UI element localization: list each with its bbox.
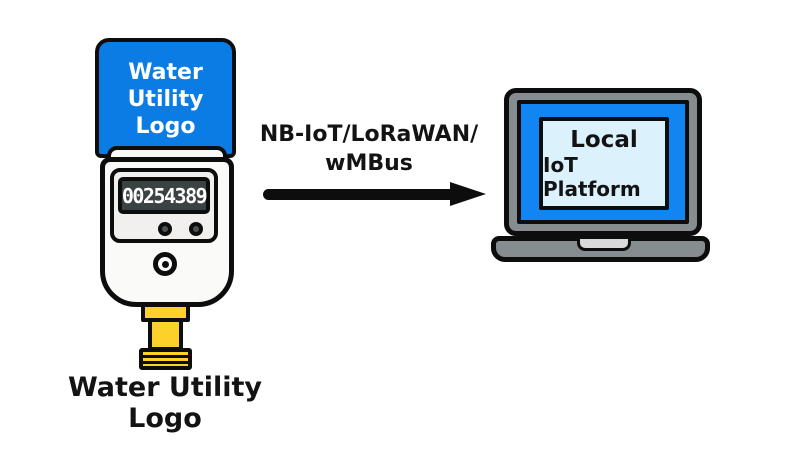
thread-line bbox=[143, 355, 188, 358]
meter-port-dot bbox=[161, 260, 169, 268]
laptop-screen-window: Local IoT Platform bbox=[539, 117, 669, 210]
meter-logo-plate: Water Utility Logo bbox=[95, 38, 236, 158]
arrow-shaft bbox=[263, 189, 455, 200]
platform-subtitle: IoT Platform bbox=[543, 152, 641, 201]
platform-title: Local bbox=[570, 126, 638, 153]
arrow-right-icon bbox=[450, 182, 486, 206]
meter-button-right-dot bbox=[193, 226, 199, 232]
meter-logo-label: Water Utility Logo bbox=[127, 59, 204, 139]
meter-reading-value: 00254389 bbox=[121, 183, 208, 208]
meter-button-left-dot bbox=[162, 226, 168, 232]
meter-lcd-display: 00254389 bbox=[118, 177, 210, 214]
thread-line bbox=[143, 361, 188, 364]
connection-protocol-label: NB-IoT/LoRaWAN/ wMBus bbox=[259, 122, 479, 176]
meter-port-icon bbox=[153, 252, 177, 276]
meter-button-right-icon bbox=[189, 222, 203, 236]
meter-caption: Water Utility Logo bbox=[67, 372, 263, 434]
meter-pipe-threads bbox=[139, 348, 192, 370]
meter-pipe-connector bbox=[148, 318, 183, 351]
meter-button-left-icon bbox=[158, 222, 172, 236]
laptop-hinge-notch bbox=[577, 239, 631, 251]
